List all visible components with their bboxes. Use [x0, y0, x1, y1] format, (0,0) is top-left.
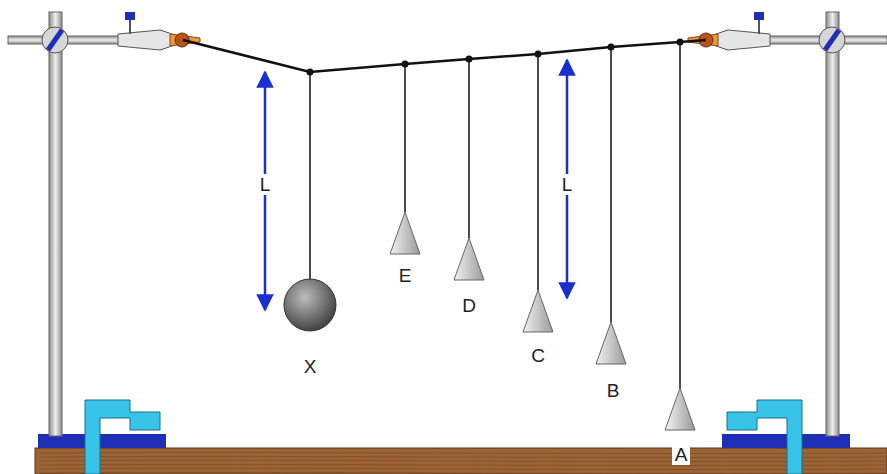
pendulum-label: B — [604, 380, 623, 401]
pendulum-label: D — [459, 295, 479, 316]
pendulum-string — [537, 54, 539, 290]
pendulums — [390, 39, 695, 431]
support-string — [183, 40, 706, 72]
pendulum-label: C — [528, 345, 548, 366]
clamp-screw — [125, 12, 135, 20]
wood-grain — [40, 452, 885, 473]
wooden-bench — [35, 448, 887, 474]
length-label: L — [257, 174, 274, 195]
boss-screw — [825, 30, 839, 50]
cone-bob — [596, 322, 626, 364]
pendulum-string — [468, 59, 470, 238]
pendulum-string — [404, 64, 406, 212]
length-label: L — [559, 174, 576, 195]
boss-head — [819, 27, 845, 53]
clamp-screw — [754, 12, 764, 20]
pendulum-string — [610, 47, 612, 322]
cone-bob — [454, 238, 484, 280]
g-clamp — [85, 400, 160, 474]
stand-rod — [49, 12, 62, 436]
cone-bob — [523, 290, 553, 332]
boss-screw — [48, 30, 62, 50]
pendulum-string — [679, 42, 681, 388]
clamp — [710, 30, 770, 50]
stand-rod — [826, 12, 839, 436]
cone-bob — [665, 388, 695, 430]
pendulum-label: X — [301, 356, 320, 377]
pendulum-label: A — [672, 444, 691, 465]
pendulum-label: E — [396, 265, 415, 286]
cone-bob — [390, 212, 420, 254]
clamp — [118, 30, 178, 50]
g-clamp — [727, 400, 802, 474]
boss-head — [42, 27, 68, 53]
pendulum-string — [309, 72, 311, 280]
driver-bob — [284, 279, 336, 331]
